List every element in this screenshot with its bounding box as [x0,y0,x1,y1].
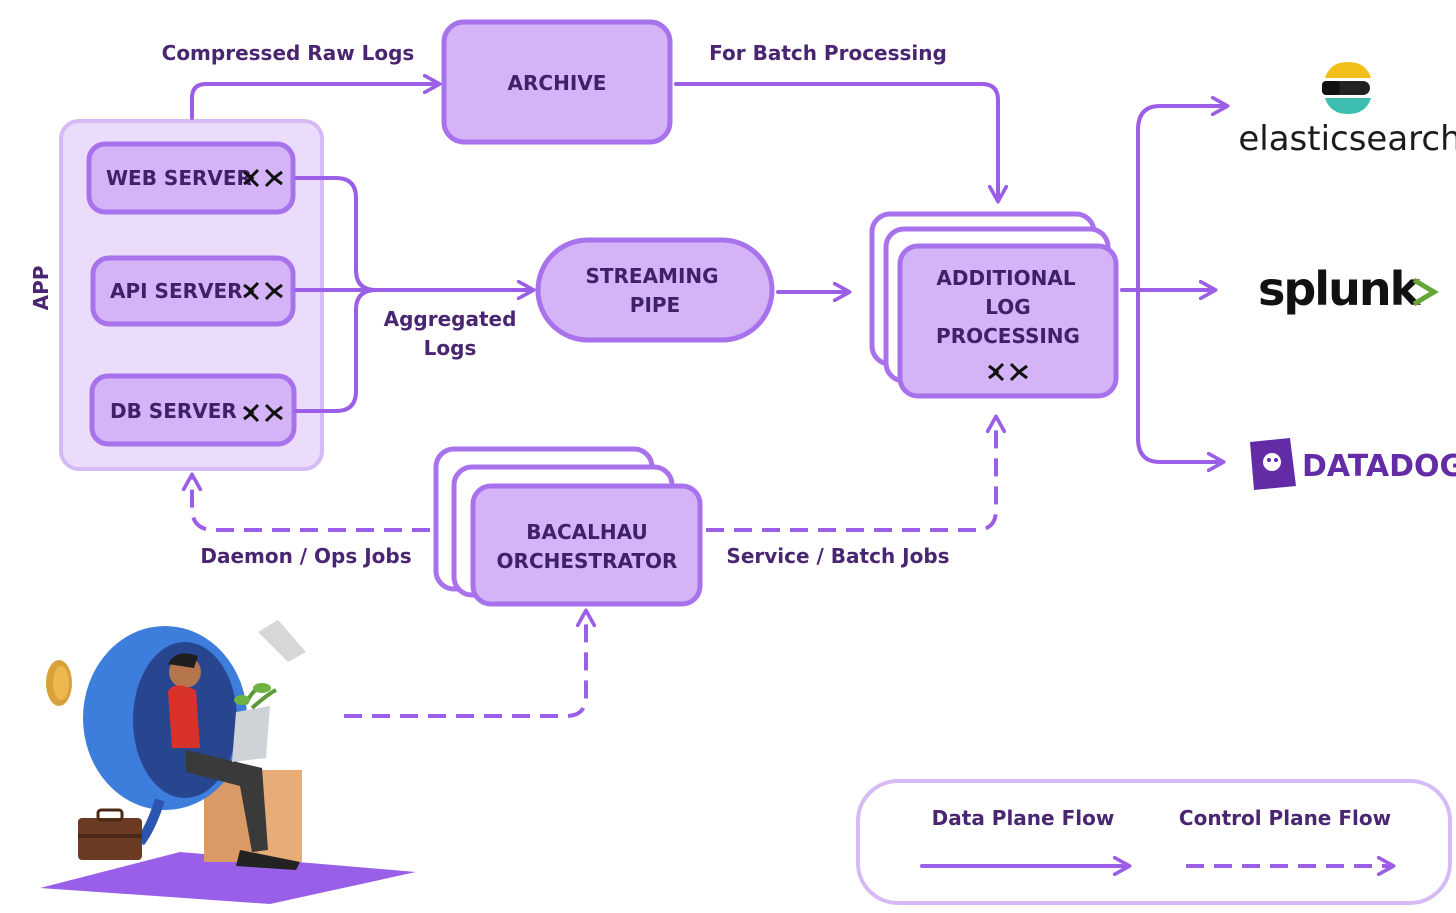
legend-box [856,779,1452,905]
streaming-pipe-node: STREAMING PIPE [535,237,775,343]
api-server-label: API SERVER [110,279,243,303]
legend: Data Plane Flow Control Plane Flow [856,779,1452,905]
web-server-node: WEB SERVER [86,141,296,215]
archive-label: ARCHIVE [508,71,607,95]
db-server-label: DB SERVER [110,399,237,423]
streaming-pipe-label-2: PIPE [630,293,680,317]
streaming-pipe-label-1: STREAMING [585,264,718,288]
legend-data-plane-label: Data Plane Flow [932,806,1115,830]
bacalhau-icon [243,281,283,301]
bacalhau-icon [243,168,283,188]
additional-log-processing-node: ADDITIONAL LOG PROCESSING [869,211,1119,399]
label-for-batch-processing: For Batch Processing [709,41,947,65]
web-server-label: WEB SERVER [106,166,252,190]
datadog-logo: DATADOG [1250,438,1456,490]
label-aggregated-1: Aggregated [384,307,517,331]
bacalhau-icon [988,362,1028,382]
control-user-to-orchestrator [344,612,586,718]
shoes [236,850,300,870]
orchestrator-label-2: ORCHESTRATOR [497,549,678,573]
orchestrator-label-1: BACALHAU [526,520,647,544]
app-group-label: APP [29,266,53,311]
additional-processing-label-2: LOG [985,295,1030,319]
elasticsearch-text: elasticsearch [1238,119,1456,159]
flow-archive-to-processing [674,82,998,200]
label-service-batch-jobs: Service / Batch Jobs [726,544,949,568]
label-daemon-ops-jobs: Daemon / Ops Jobs [200,544,411,568]
splunk-logo: splunk [1258,262,1439,316]
label-aggregated-2: Logs [424,336,477,360]
datadog-text: DATADOG [1302,449,1456,484]
flow-to-datadog [1136,288,1222,462]
flow-db-server [294,288,378,413]
archive-node: ARCHIVE [441,19,673,145]
briefcase-icon [78,818,142,860]
person-illustration [40,620,416,904]
flow-to-elasticsearch [1120,106,1226,292]
bacalhau-icon [243,403,283,423]
db-server-node: DB SERVER [89,373,297,447]
splunk-text: splunk [1258,262,1422,316]
api-server-node: API SERVER [90,255,296,327]
label-compressed-raw-logs: Compressed Raw Logs [162,41,415,65]
elasticsearch-logo: elasticsearch [1238,62,1456,159]
flow-web-server [294,176,378,292]
flow-app-to-archive [190,84,438,120]
additional-processing-label-1: ADDITIONAL [936,266,1075,290]
control-to-app [192,476,430,532]
laptop-icon [232,706,270,762]
paper-icon [258,620,306,662]
additional-processing-label-3: PROCESSING [936,324,1080,348]
legend-control-plane-label: Control Plane Flow [1179,806,1391,830]
control-to-processing [706,418,996,532]
bacalhau-orchestrator-node: BACALHAU ORCHESTRATOR [433,446,703,607]
